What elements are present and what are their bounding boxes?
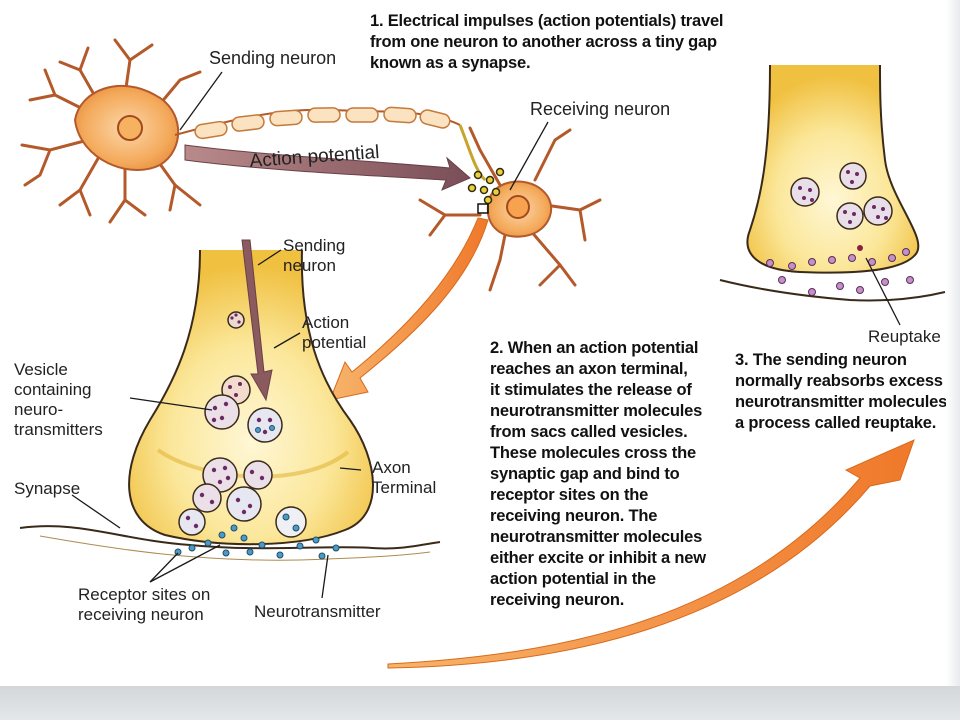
step-3-text: 3. The sending neuron normally reabsorbs…	[735, 350, 952, 434]
step-1-line: 1. Electrical impulses (action potential…	[370, 12, 724, 30]
label-line: transmitters	[14, 420, 103, 439]
action-potential-arrow-terminal	[241, 239, 273, 402]
step-2-line: reaches an axon terminal,	[490, 360, 688, 378]
label-line: potential	[302, 333, 367, 352]
step-1-line: known as a synapse.	[370, 54, 531, 72]
vesicle-contents	[185, 313, 273, 529]
step-2-line: either excite or inhibit a new	[490, 549, 706, 567]
step-2-line: synaptic gap and bind to	[490, 465, 680, 483]
label-line: receiving neuron	[78, 605, 204, 624]
label-receptor-sites: Receptor sites on receiving neuron	[78, 585, 210, 625]
label-line: neuro-	[14, 400, 64, 419]
step-2-line: neurotransmitter molecules	[490, 402, 703, 420]
label-vesicle: Vesicle containing neuro- transmitters	[14, 360, 103, 440]
step-3-line: a process called reuptake.	[735, 414, 937, 432]
sending-neuron-illustration	[20, 38, 461, 224]
step-3-line: neurotransmitter molecules,	[735, 393, 952, 411]
step-2-text: 2. When an action potential reaches an a…	[490, 338, 706, 611]
label-line: Axon	[372, 458, 411, 477]
action-potential-arrow-top	[184, 144, 471, 191]
footer-bar	[0, 686, 960, 720]
step-2-line: receiving neuron.	[490, 591, 625, 609]
step-2-line: neurotransmitter molecules	[490, 528, 703, 546]
label-sending-neuron-top: Sending neuron	[209, 48, 337, 68]
step-1-line: from one neuron to another across a tiny…	[370, 33, 717, 51]
step-2-line: receptor sites on the	[490, 486, 649, 504]
step-2-line: action potential in the	[490, 570, 656, 588]
step-2-line: receiving neuron. The	[490, 507, 658, 525]
step-2-line: from sacs called vesicles.	[490, 423, 688, 441]
zoom-arrow-2	[387, 439, 915, 669]
axon-terminal-closeup	[19, 239, 441, 561]
label-reuptake: Reuptake	[868, 327, 941, 346]
label-line: Terminal	[372, 478, 437, 497]
label-line: Vesicle	[14, 360, 68, 379]
step-2-line: it stimulates the release of	[490, 381, 692, 399]
label-synapse: Synapse	[14, 479, 81, 498]
step-2-line: These molecules cross the	[490, 444, 696, 462]
label-axon-terminal: Axon Terminal	[372, 458, 436, 498]
label-line: Sending	[283, 236, 346, 255]
label-line: containing	[14, 380, 92, 399]
label-pointers	[71, 71, 901, 599]
step-1-text: 1. Electrical impulses (action potential…	[370, 11, 724, 74]
label-receiving-neuron: Receiving neuron	[530, 99, 671, 119]
step-3-line: 3. The sending neuron	[735, 351, 907, 369]
label-line: Action	[302, 313, 350, 332]
label-line: Receptor sites on	[78, 585, 211, 604]
vesicles	[178, 311, 307, 538]
step-3-line: normally reabsorbs excess	[735, 372, 943, 390]
zoom-arrow-1	[329, 217, 489, 401]
receiving-neuron-illustration	[418, 124, 602, 292]
reuptake-closeup	[719, 64, 946, 302]
label-neurotransmitter: Neurotransmitter	[254, 602, 381, 621]
step-2-line: 2. When an action potential	[490, 339, 699, 357]
myelin-sheath	[194, 106, 451, 140]
label-action-potential-mid: Action potential	[302, 313, 366, 353]
label-sending-neuron-mid: Sending neuron	[283, 236, 345, 276]
slide-edge	[946, 0, 960, 686]
label-line: neuron	[283, 256, 336, 275]
neurotransmitter-molecules	[174, 425, 340, 560]
